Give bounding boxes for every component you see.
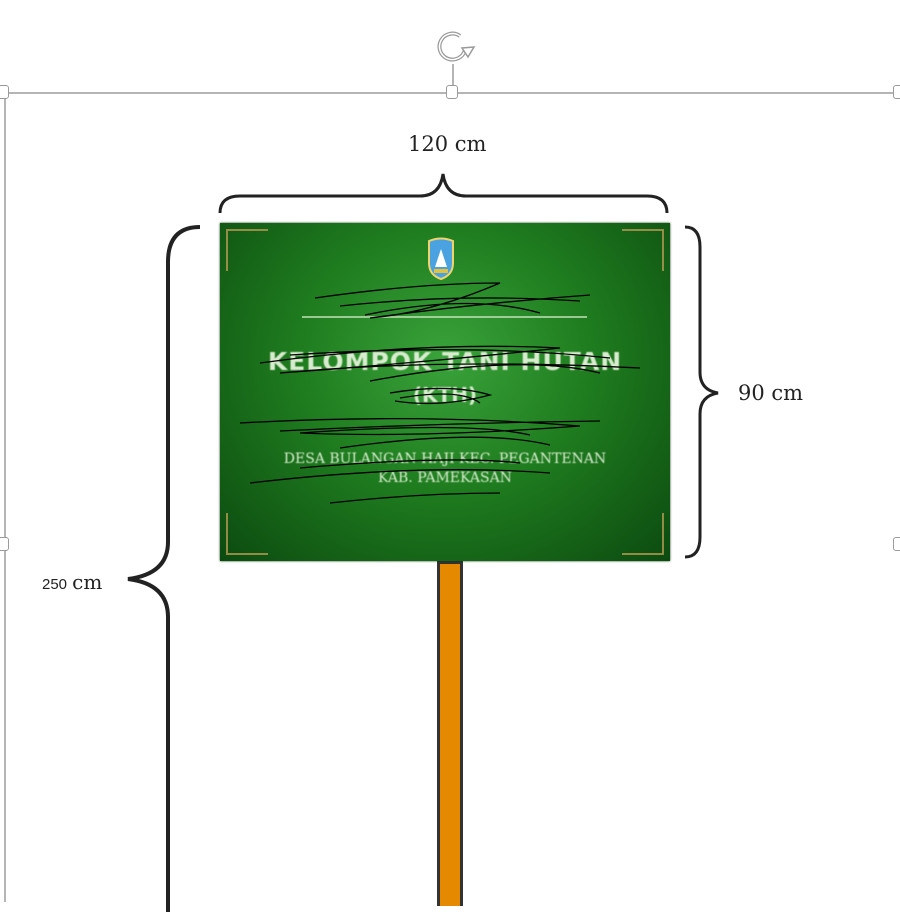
resize-handle-top-right[interactable] [893, 85, 900, 99]
width-brace-icon [218, 173, 669, 214]
resize-handle-middle-left[interactable] [0, 537, 9, 551]
sign-height-label: 90 cm [738, 381, 804, 405]
corner-ornament-icon [622, 229, 664, 271]
redaction-scribble [239, 282, 641, 504]
width-label: 120 cm [408, 132, 487, 156]
selection-left-border [4, 92, 6, 902]
divider-line [302, 316, 587, 318]
regional-emblem-icon [428, 237, 454, 281]
sign-heading: KELOMPOK TANI HUTAN [267, 347, 623, 376]
total-height-label: 250 cm [42, 570, 102, 594]
corner-ornament-icon [622, 513, 664, 555]
corner-ornament-icon [226, 513, 268, 555]
resize-handle-top-left[interactable] [0, 85, 9, 99]
sign-board: KELOMPOK TANI HUTAN (KTH) DESA BULANGAN … [220, 223, 670, 561]
corner-ornament-icon [226, 229, 268, 271]
sign-regency: KAB. PAMEKASAN [378, 470, 512, 486]
total-height-value: 250 [42, 576, 68, 593]
rotate-stem [452, 64, 454, 92]
resize-handle-middle-right[interactable] [893, 537, 900, 551]
total-height-unit: cm [72, 570, 103, 594]
resize-handle-top-center[interactable] [446, 85, 458, 99]
sign-height-brace-icon [684, 225, 719, 559]
rotate-handle-icon[interactable] [432, 28, 476, 66]
sign-pole [437, 561, 463, 906]
total-height-brace-icon [127, 225, 201, 912]
